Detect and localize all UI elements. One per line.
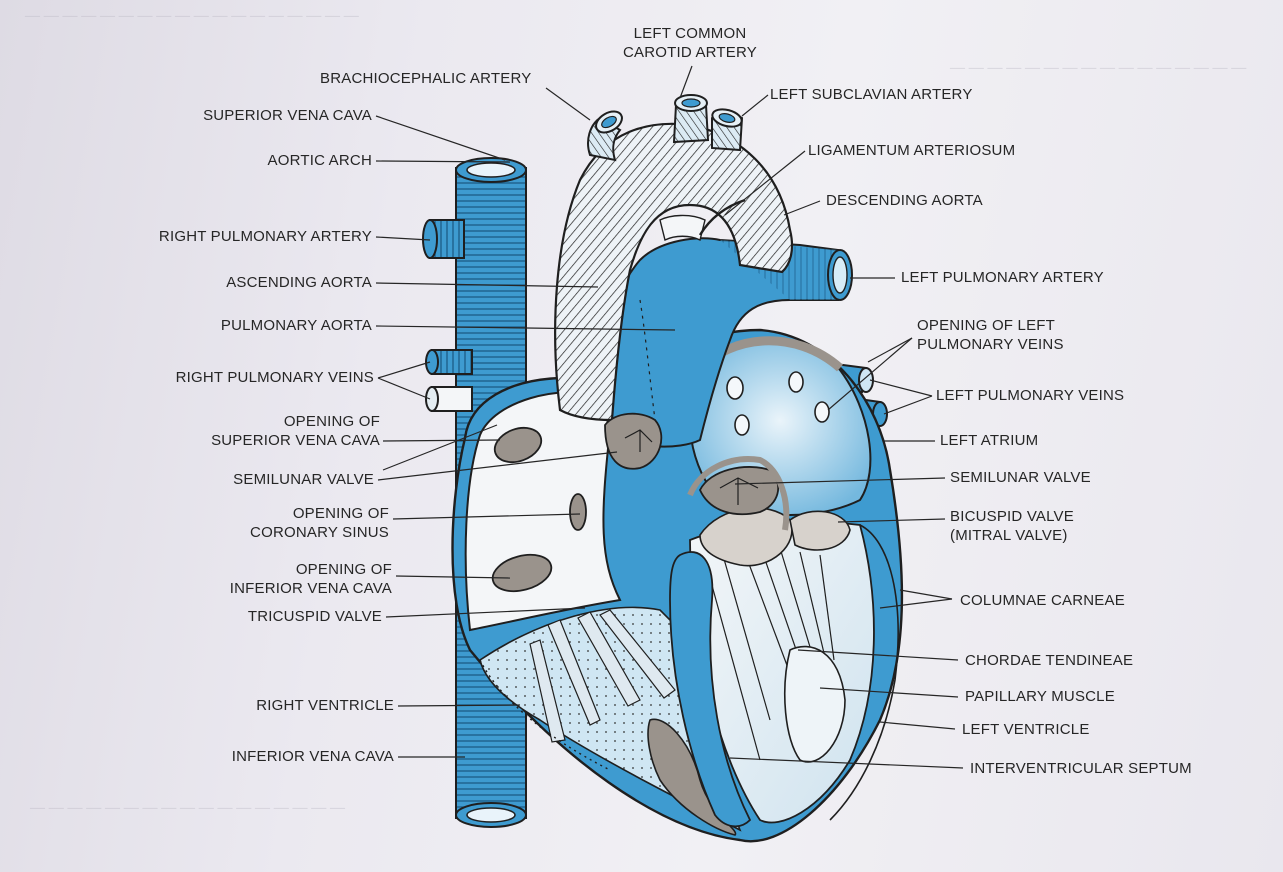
label-chordae-tendineae: CHORDAE TENDINEAE (965, 652, 1134, 669)
semilunar-valves (604, 412, 790, 531)
right-pulmonary-artery (422, 219, 465, 259)
arch-branches (587, 94, 744, 162)
label-opening-coronary-sinus: OPENING OF CORONARY SINUS (140, 504, 389, 542)
label-semilunar-valve-left: SEMILUNAR VALVE (950, 469, 1091, 486)
label-pulmonary-aorta: PULMONARY AORTA (220, 317, 372, 334)
label-left-common-carotid-artery: LEFT COMMON CAROTID ARTERY (615, 24, 765, 62)
label-line: PULMONARY VEINS (917, 336, 1064, 353)
label-line: BICUSPID VALVE (950, 508, 1074, 525)
label-ascending-aorta: ASCENDING AORTA (226, 274, 372, 291)
label-semilunar-valve-right: SEMILUNAR VALVE (233, 471, 374, 488)
label-right-ventricle: RIGHT VENTRICLE (256, 697, 394, 714)
label-inferior-vena-cava: INFERIOR VENA CAVA (231, 748, 394, 765)
aorta (554, 122, 794, 422)
label-left-ventricle: LEFT VENTRICLE (962, 721, 1090, 738)
label-opening-superior-vena-cava: OPENING OF SUPERIOR VENA CAVA (140, 412, 380, 450)
interventricular-septum (669, 551, 752, 828)
label-descending-aorta: DESCENDING AORTA (826, 192, 983, 209)
label-tricuspid-valve: TRICUSPID VALVE (247, 608, 382, 625)
label-line: CORONARY SINUS (250, 524, 389, 541)
label-right-pulmonary-artery: RIGHT PULMONARY ARTERY (158, 228, 372, 245)
label-line: (MITRAL VALVE) (950, 527, 1068, 544)
label-interventricular-septum: INTERVENTRICULAR SEPTUM (970, 760, 1192, 777)
label-bicuspid-valve: BICUSPID VALVE (MITRAL VALVE) (950, 507, 1074, 545)
label-opening-left-pulmonary-veins: OPENING OF LEFT PULMONARY VEINS (917, 316, 1064, 354)
label-line: OPENING OF (295, 561, 392, 578)
left-ventricle (689, 507, 899, 824)
label-brachiocephalic-artery: BRACHIOCEPHALIC ARTERY (320, 70, 532, 87)
label-columnae-carneae: COLUMNAE CARNEAE (960, 592, 1125, 609)
label-line: LEFT COMMON (633, 25, 747, 42)
label-superior-vena-cava: SUPERIOR VENA CAVA (203, 107, 372, 124)
label-line: INFERIOR VENA CAVA (229, 580, 392, 597)
label-left-pulmonary-veins: LEFT PULMONARY VEINS (936, 387, 1125, 404)
label-line: OPENING OF (292, 505, 389, 522)
label-left-subclavian-artery: LEFT SUBCLAVIAN ARTERY (770, 86, 973, 103)
label-left-pulmonary-artery: LEFT PULMONARY ARTERY (901, 269, 1104, 286)
label-line: CAROTID ARTERY (623, 44, 757, 61)
right-atrium (464, 391, 622, 632)
label-line: OPENING OF LEFT (917, 317, 1056, 334)
label-line: OPENING OF (283, 413, 380, 430)
label-line: SUPERIOR VENA CAVA (211, 432, 380, 449)
label-opening-inferior-vena-cava: OPENING OF INFERIOR VENA CAVA (140, 560, 392, 598)
label-papillary-muscle: PAPILLARY MUSCLE (965, 688, 1115, 705)
label-ligamentum-arteriosum: LIGAMENTUM ARTERIOSUM (808, 142, 1016, 159)
label-left-atrium: LEFT ATRIUM (940, 432, 1039, 449)
leader-lines (375, 65, 964, 769)
label-right-pulmonary-veins: RIGHT PULMONARY VEINS (175, 369, 374, 386)
label-aortic-arch: AORTIC ARCH (267, 152, 372, 169)
right-pulmonary-veins (425, 349, 473, 412)
